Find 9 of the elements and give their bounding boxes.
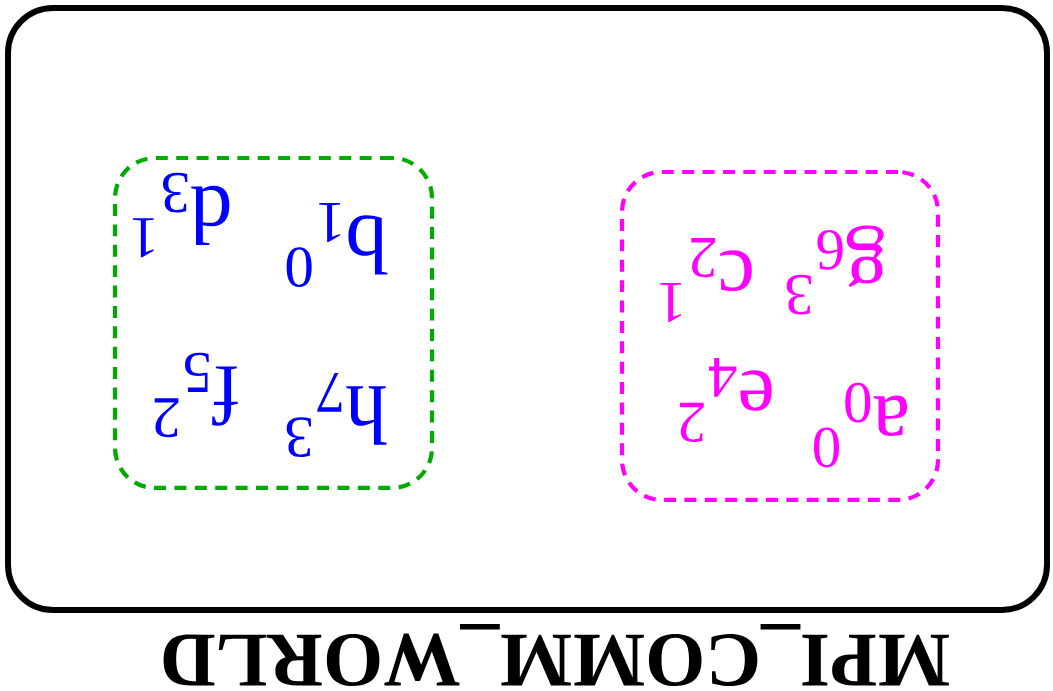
process-label: g$_{6}$3 (786, 225, 884, 315)
process-label: a$_{0}$0 (814, 382, 907, 468)
process-label: f$_{5}$2 (154, 352, 238, 438)
communicator-label: MPI_COMM_WORLD (163, 624, 949, 686)
process-label: b$_{1}$0 (286, 202, 388, 288)
process-label: e$_{4}$2 (680, 358, 772, 442)
process-label: d$_{3}$1 (132, 172, 230, 258)
process-label: h$_{7}$3 (286, 373, 387, 457)
process-label: c$_{2}$1 (660, 238, 752, 322)
